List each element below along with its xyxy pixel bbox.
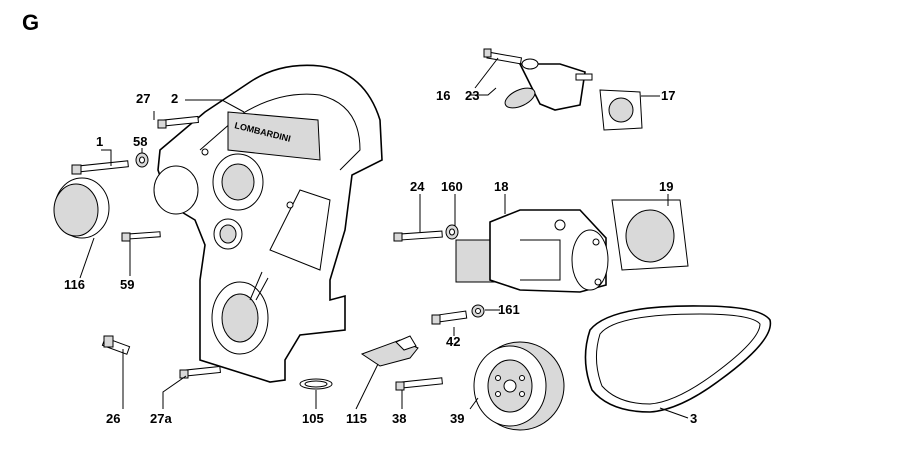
callout-labels: 1 2 3 16 17 18 19 23 24 26 27 27a 38 39 … (64, 88, 697, 426)
screw-42 (431, 310, 468, 325)
callout-16: 16 (436, 88, 450, 103)
screw-1 (71, 160, 129, 175)
washer-160 (445, 224, 459, 240)
callout-24: 24 (410, 179, 425, 194)
pulley-39 (473, 341, 565, 431)
callout-42: 42 (446, 334, 460, 349)
cover-plug (153, 165, 199, 215)
washer-161 (471, 304, 485, 318)
water-pump-18 (455, 209, 609, 293)
cover-cap (53, 177, 110, 239)
callout-161: 161 (498, 302, 520, 317)
v-belt-3 (584, 305, 772, 413)
timing-cover: LOMBARDINI (157, 64, 383, 383)
gasket-17 (599, 89, 643, 131)
thermostat-housing-23 (504, 58, 593, 111)
callout-2: 2 (171, 91, 178, 106)
callout-105: 105 (302, 411, 324, 426)
callout-19: 19 (659, 179, 673, 194)
gasket-105 (299, 378, 333, 390)
callout-23: 23 (465, 88, 479, 103)
leader-lines (79, 57, 689, 419)
screw-59 (121, 231, 161, 242)
screw-24 (393, 230, 443, 242)
callout-26: 26 (106, 411, 120, 426)
screw-16 (483, 48, 523, 65)
callout-1: 1 (96, 134, 103, 149)
washer-58 (135, 152, 149, 168)
pump-gasket-19 (611, 199, 689, 271)
callout-59: 59 (120, 277, 134, 292)
callout-27a: 27a (150, 411, 172, 426)
callout-160: 160 (441, 179, 463, 194)
callout-115: 115 (346, 411, 367, 426)
screw-27 (157, 115, 199, 129)
screw-26 (101, 335, 131, 355)
callout-116: 116 (64, 277, 85, 292)
bracket-115 (360, 335, 419, 367)
section-letter: G (22, 10, 39, 35)
screw-38 (395, 377, 443, 391)
callout-3: 3 (690, 411, 697, 426)
callout-18: 18 (494, 179, 508, 194)
callout-38: 38 (392, 411, 406, 426)
brand-plate (227, 111, 321, 161)
callout-17: 17 (661, 88, 675, 103)
callout-58: 58 (133, 134, 147, 149)
callout-27: 27 (136, 91, 150, 106)
callout-39: 39 (450, 411, 464, 426)
